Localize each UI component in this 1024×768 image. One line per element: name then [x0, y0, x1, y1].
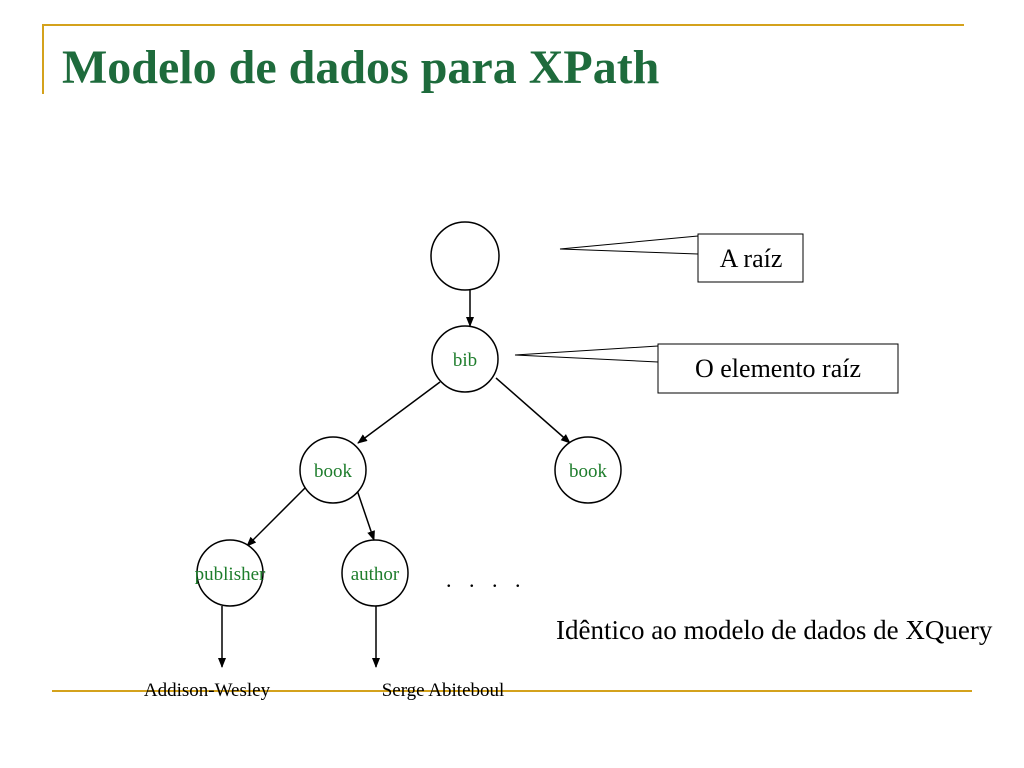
- book-right-node: [554, 436, 622, 504]
- publisher-node-label: publisher: [195, 564, 266, 585]
- bib-node-label: bib: [453, 350, 477, 371]
- edge-bib-book-right: [495, 377, 571, 444]
- root-callout-text: A raíz: [720, 244, 783, 273]
- root-callout-pointer: [559, 235, 699, 255]
- author-node-label: author: [351, 564, 400, 585]
- author-value-text: Serge Abiteboul: [382, 680, 505, 701]
- root-element-callout-box: [657, 343, 899, 394]
- book-left-node: [299, 436, 367, 504]
- bib-node: [431, 325, 499, 393]
- root-node: [430, 221, 500, 291]
- xquery-note: Idêntico ao modelo de dados de XQuery: [556, 615, 993, 645]
- top-accent-line: [42, 24, 964, 26]
- book-left-node-label: book: [314, 461, 353, 482]
- left-accent-line: [42, 24, 44, 94]
- book-right-node-label: book: [569, 461, 608, 482]
- root-element-callout-text: O elemento raíz: [695, 354, 861, 383]
- root-callout-box: [697, 233, 804, 283]
- more-nodes-ellipsis: . . . .: [446, 567, 527, 592]
- edge-book-author: [356, 489, 375, 541]
- publisher-value-text: Addison-Wesley: [144, 680, 271, 701]
- author-node: [341, 539, 409, 607]
- root-element-callout-pointer: [514, 345, 659, 363]
- bottom-accent-line: [52, 690, 972, 692]
- edge-book-publisher: [246, 484, 309, 547]
- publisher-node: [196, 539, 264, 607]
- edge-bib-book-left: [357, 381, 441, 444]
- slide-title: Modelo de dados para XPath: [62, 41, 660, 94]
